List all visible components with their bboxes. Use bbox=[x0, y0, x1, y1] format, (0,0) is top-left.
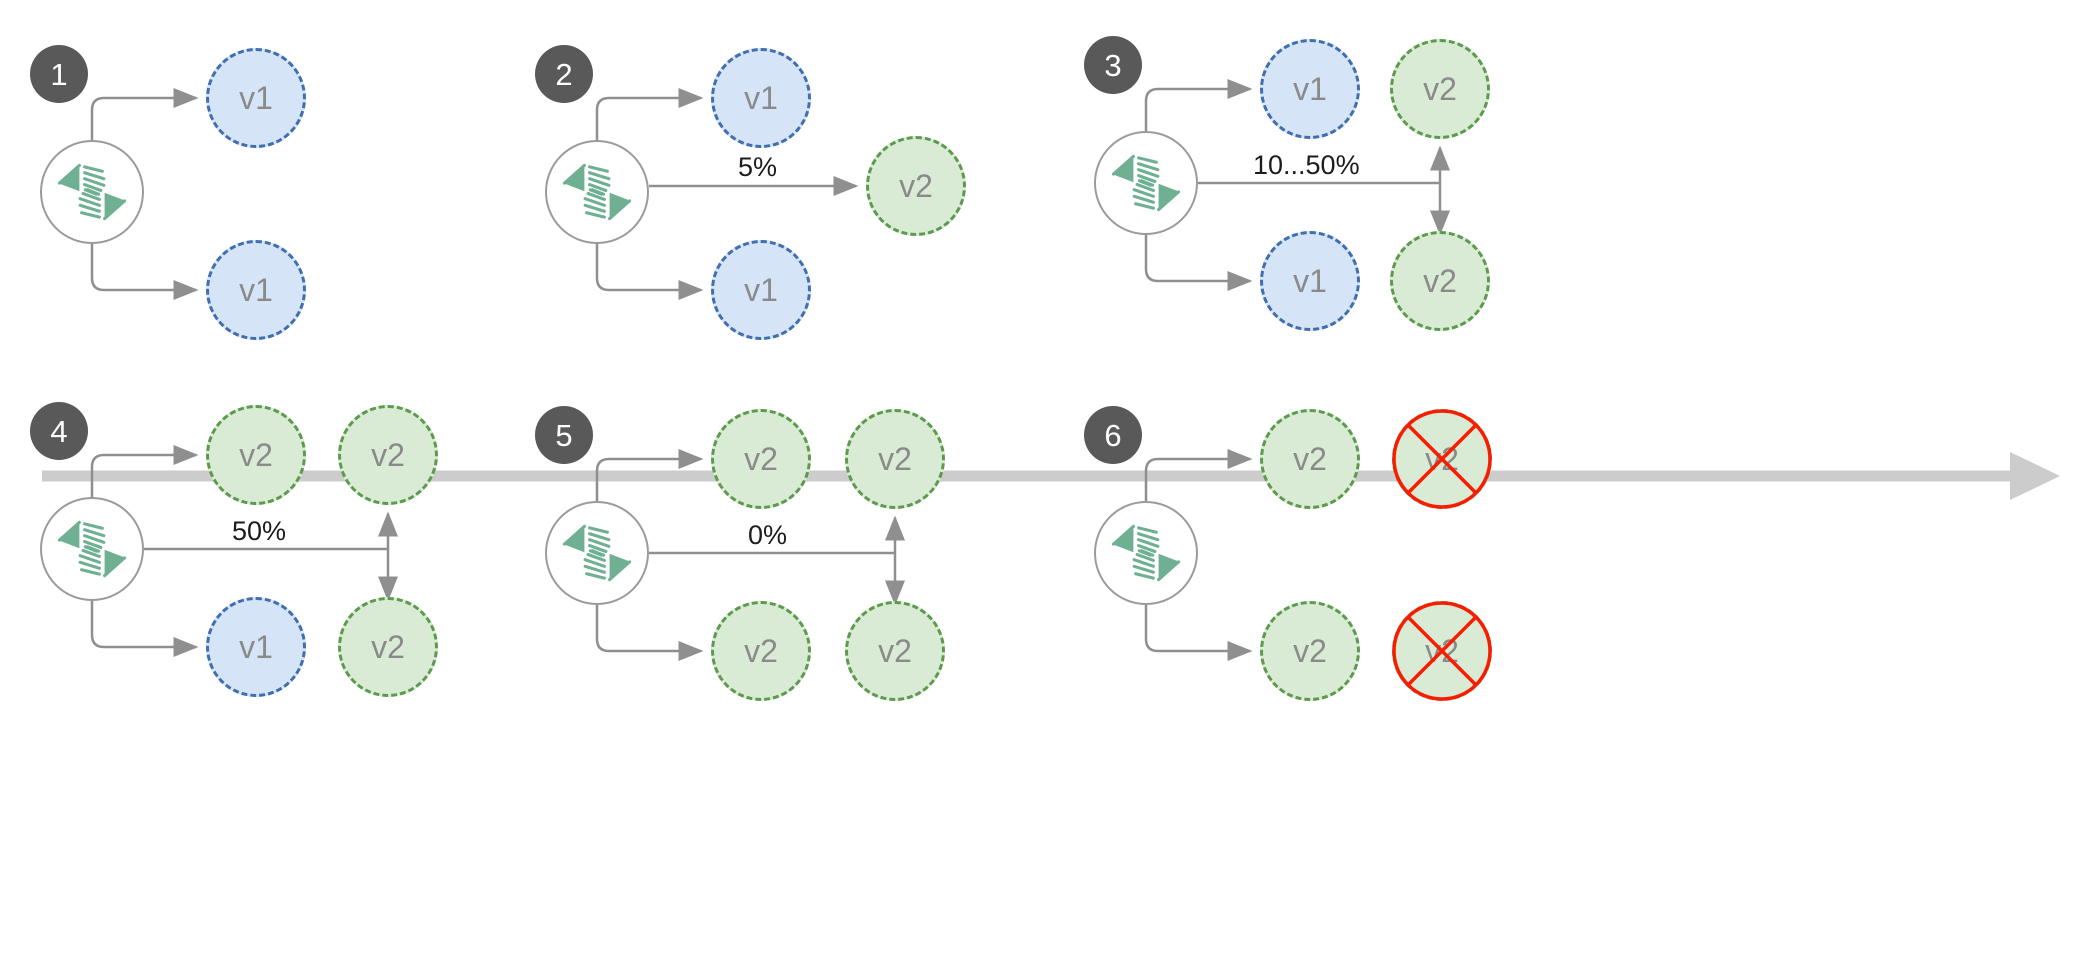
node-label: v1 bbox=[1293, 70, 1327, 107]
node-label: v1 bbox=[744, 271, 778, 308]
step2-node-top[interactable]: v1 bbox=[711, 48, 811, 148]
step-badge-5[interactable]: 5 bbox=[535, 406, 593, 464]
step3-node-right-top[interactable]: v2 bbox=[1390, 39, 1490, 139]
step5-node-bottom[interactable]: v2 bbox=[711, 601, 811, 701]
step4-node-right-top[interactable]: v2 bbox=[338, 405, 438, 505]
step5-node-right-top[interactable]: v2 bbox=[845, 409, 945, 509]
node-label: v1 bbox=[744, 79, 778, 116]
step4-traffic-label: 50% bbox=[232, 516, 287, 546]
step3-traefik-hub[interactable] bbox=[1094, 131, 1198, 235]
node-label: v2 bbox=[371, 436, 405, 473]
step4-traefik-hub[interactable] bbox=[40, 497, 144, 601]
step4-node-right-bottom[interactable]: v2 bbox=[338, 597, 438, 697]
node-label: v1 bbox=[239, 628, 273, 665]
node-label: v2 bbox=[371, 628, 405, 665]
step-badge-6[interactable]: 6 bbox=[1084, 406, 1142, 464]
node-label: v2 bbox=[239, 436, 273, 473]
step2-traffic-label: 5% bbox=[738, 152, 778, 182]
step2-traefik-hub[interactable] bbox=[545, 140, 649, 244]
node-label: v1 bbox=[239, 271, 273, 308]
step5-traffic-label: 0% bbox=[748, 520, 788, 550]
step2-node-mid[interactable]: v2 bbox=[866, 136, 966, 236]
traefik-logo-icon bbox=[1111, 154, 1181, 212]
step2-node-bottom[interactable]: v1 bbox=[711, 240, 811, 340]
step1-node-top[interactable]: v1 bbox=[206, 48, 306, 148]
traefik-logo-icon bbox=[1111, 524, 1181, 582]
step3-node-right-bottom[interactable]: v2 bbox=[1390, 231, 1490, 331]
node-label: v2 bbox=[744, 440, 778, 477]
node-label: v2 bbox=[878, 440, 912, 477]
traefik-logo-icon bbox=[57, 163, 127, 221]
node-label: v2 bbox=[1423, 70, 1457, 107]
step-badge-3[interactable]: 3 bbox=[1084, 36, 1142, 94]
node-label: v1 bbox=[1293, 262, 1327, 299]
step6-node-right-bottom-killed[interactable]: v2 bbox=[1392, 601, 1492, 701]
step4-node-bottom[interactable]: v1 bbox=[206, 597, 306, 697]
traefik-logo-icon bbox=[562, 524, 632, 582]
step6-node-top[interactable]: v2 bbox=[1260, 409, 1360, 509]
traefik-logo-icon bbox=[57, 520, 127, 578]
node-label: v1 bbox=[239, 79, 273, 116]
traefik-logo-icon bbox=[562, 163, 632, 221]
node-label: v2 bbox=[1423, 262, 1457, 299]
node-label: v2 bbox=[1293, 632, 1327, 669]
step-badge-4[interactable]: 4 bbox=[30, 402, 88, 460]
step6-node-right-top-killed[interactable]: v2 bbox=[1392, 409, 1492, 509]
node-label: v2 bbox=[1293, 440, 1327, 477]
step-badge-1[interactable]: 1 bbox=[30, 45, 88, 103]
step6-node-bottom[interactable]: v2 bbox=[1260, 601, 1360, 701]
step5-node-top[interactable]: v2 bbox=[711, 409, 811, 509]
step3-node-bottom[interactable]: v1 bbox=[1260, 231, 1360, 331]
node-label: v2 bbox=[1425, 440, 1459, 477]
step3-traffic-label: 10...50% bbox=[1253, 150, 1360, 180]
node-label: v2 bbox=[899, 167, 933, 204]
step5-traefik-hub[interactable] bbox=[545, 501, 649, 605]
step-badge-2[interactable]: 2 bbox=[535, 45, 593, 103]
step1-node-bottom[interactable]: v1 bbox=[206, 240, 306, 340]
step1-traefik-hub[interactable] bbox=[40, 140, 144, 244]
step5-node-right-bottom[interactable]: v2 bbox=[845, 601, 945, 701]
node-label: v2 bbox=[744, 632, 778, 669]
step4-node-top[interactable]: v2 bbox=[206, 405, 306, 505]
node-label: v2 bbox=[878, 632, 912, 669]
step3-node-top[interactable]: v1 bbox=[1260, 39, 1360, 139]
node-label: v2 bbox=[1425, 632, 1459, 669]
step6-traefik-hub[interactable] bbox=[1094, 501, 1198, 605]
